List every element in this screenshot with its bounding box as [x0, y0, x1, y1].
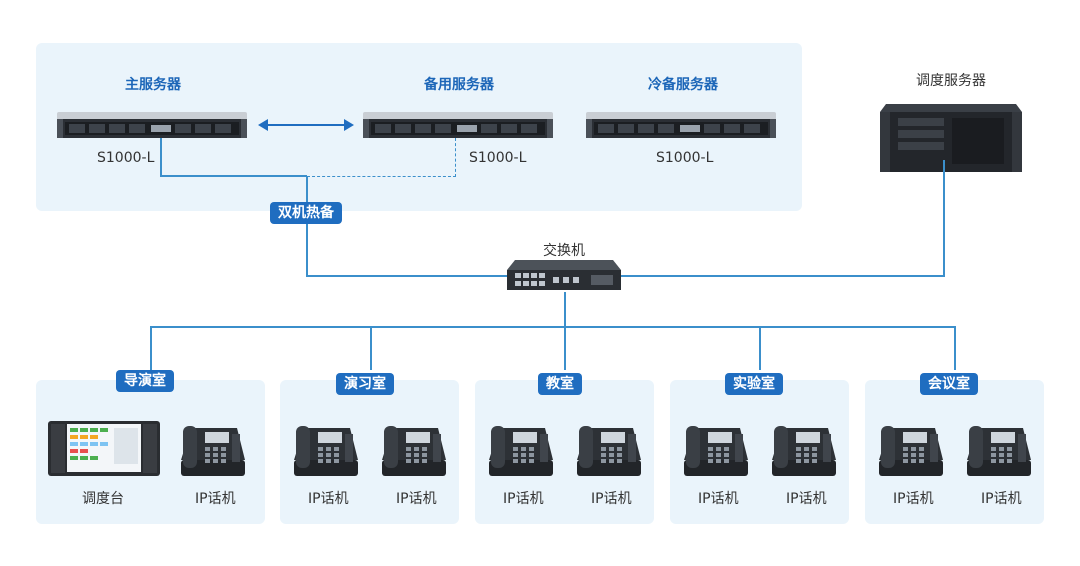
device-label: IP话机 [893, 491, 934, 507]
tower-server-icon [880, 104, 1022, 172]
main-server-title: 主服务器 [125, 77, 181, 93]
device-label: IP话机 [698, 491, 739, 507]
main-server-link [160, 138, 162, 177]
ip-phone-icon [485, 420, 557, 480]
room-bus [150, 326, 956, 328]
cold-server-model: S1000-L [656, 150, 714, 166]
cold-server-title: 冷备服务器 [648, 77, 718, 93]
room-drop [759, 326, 761, 370]
network-switch-icon [507, 260, 621, 290]
switch-title: 交换机 [543, 243, 585, 259]
device-label: IP话机 [591, 491, 632, 507]
backup-server-link [455, 138, 456, 177]
rack-server-icon [56, 112, 248, 138]
rack-server-icon [585, 112, 777, 138]
ip-phone-icon [680, 420, 752, 480]
main-server-model: S1000-L [97, 150, 155, 166]
room-drop [954, 326, 956, 370]
device-label: IP话机 [396, 491, 437, 507]
dispatch-server-title: 调度服务器 [916, 73, 986, 89]
room-drop [370, 326, 372, 370]
hot-standby-tag: 双机热备 [270, 202, 342, 224]
backup-server-link [307, 176, 456, 177]
device-label: IP话机 [308, 491, 349, 507]
hot-standby-link [306, 177, 308, 277]
ip-phone-icon [290, 420, 362, 480]
ip-phone-icon [573, 420, 645, 480]
device-label: IP话机 [503, 491, 544, 507]
dispatch-console-icon [48, 421, 160, 476]
dispatch-server-link [943, 160, 945, 277]
device-label: IP话机 [786, 491, 827, 507]
dispatch-server-link [620, 275, 945, 277]
ip-phone-icon [177, 420, 249, 480]
room-tag: 实验室 [725, 373, 783, 395]
device-label: 调度台 [82, 491, 124, 507]
ip-phone-icon [875, 420, 947, 480]
room-tag: 会议室 [920, 373, 978, 395]
room-tag: 导演室 [116, 370, 174, 392]
ip-phone-icon [378, 420, 450, 480]
backup-server-title: 备用服务器 [424, 77, 494, 93]
room-drop [564, 326, 566, 370]
backup-server-model: S1000-L [469, 150, 527, 166]
ip-phone-icon [963, 420, 1035, 480]
hot-standby-link [306, 275, 508, 277]
main-server-link [160, 175, 307, 177]
device-label: IP话机 [981, 491, 1022, 507]
device-label: IP话机 [195, 491, 236, 507]
room-tag: 演习室 [336, 373, 394, 395]
room-tag: 教室 [538, 373, 582, 395]
switch-downlink [564, 292, 566, 327]
room-drop [150, 326, 152, 370]
ip-phone-icon [768, 420, 840, 480]
rack-server-icon [362, 112, 554, 138]
double-arrow-icon [258, 119, 354, 131]
